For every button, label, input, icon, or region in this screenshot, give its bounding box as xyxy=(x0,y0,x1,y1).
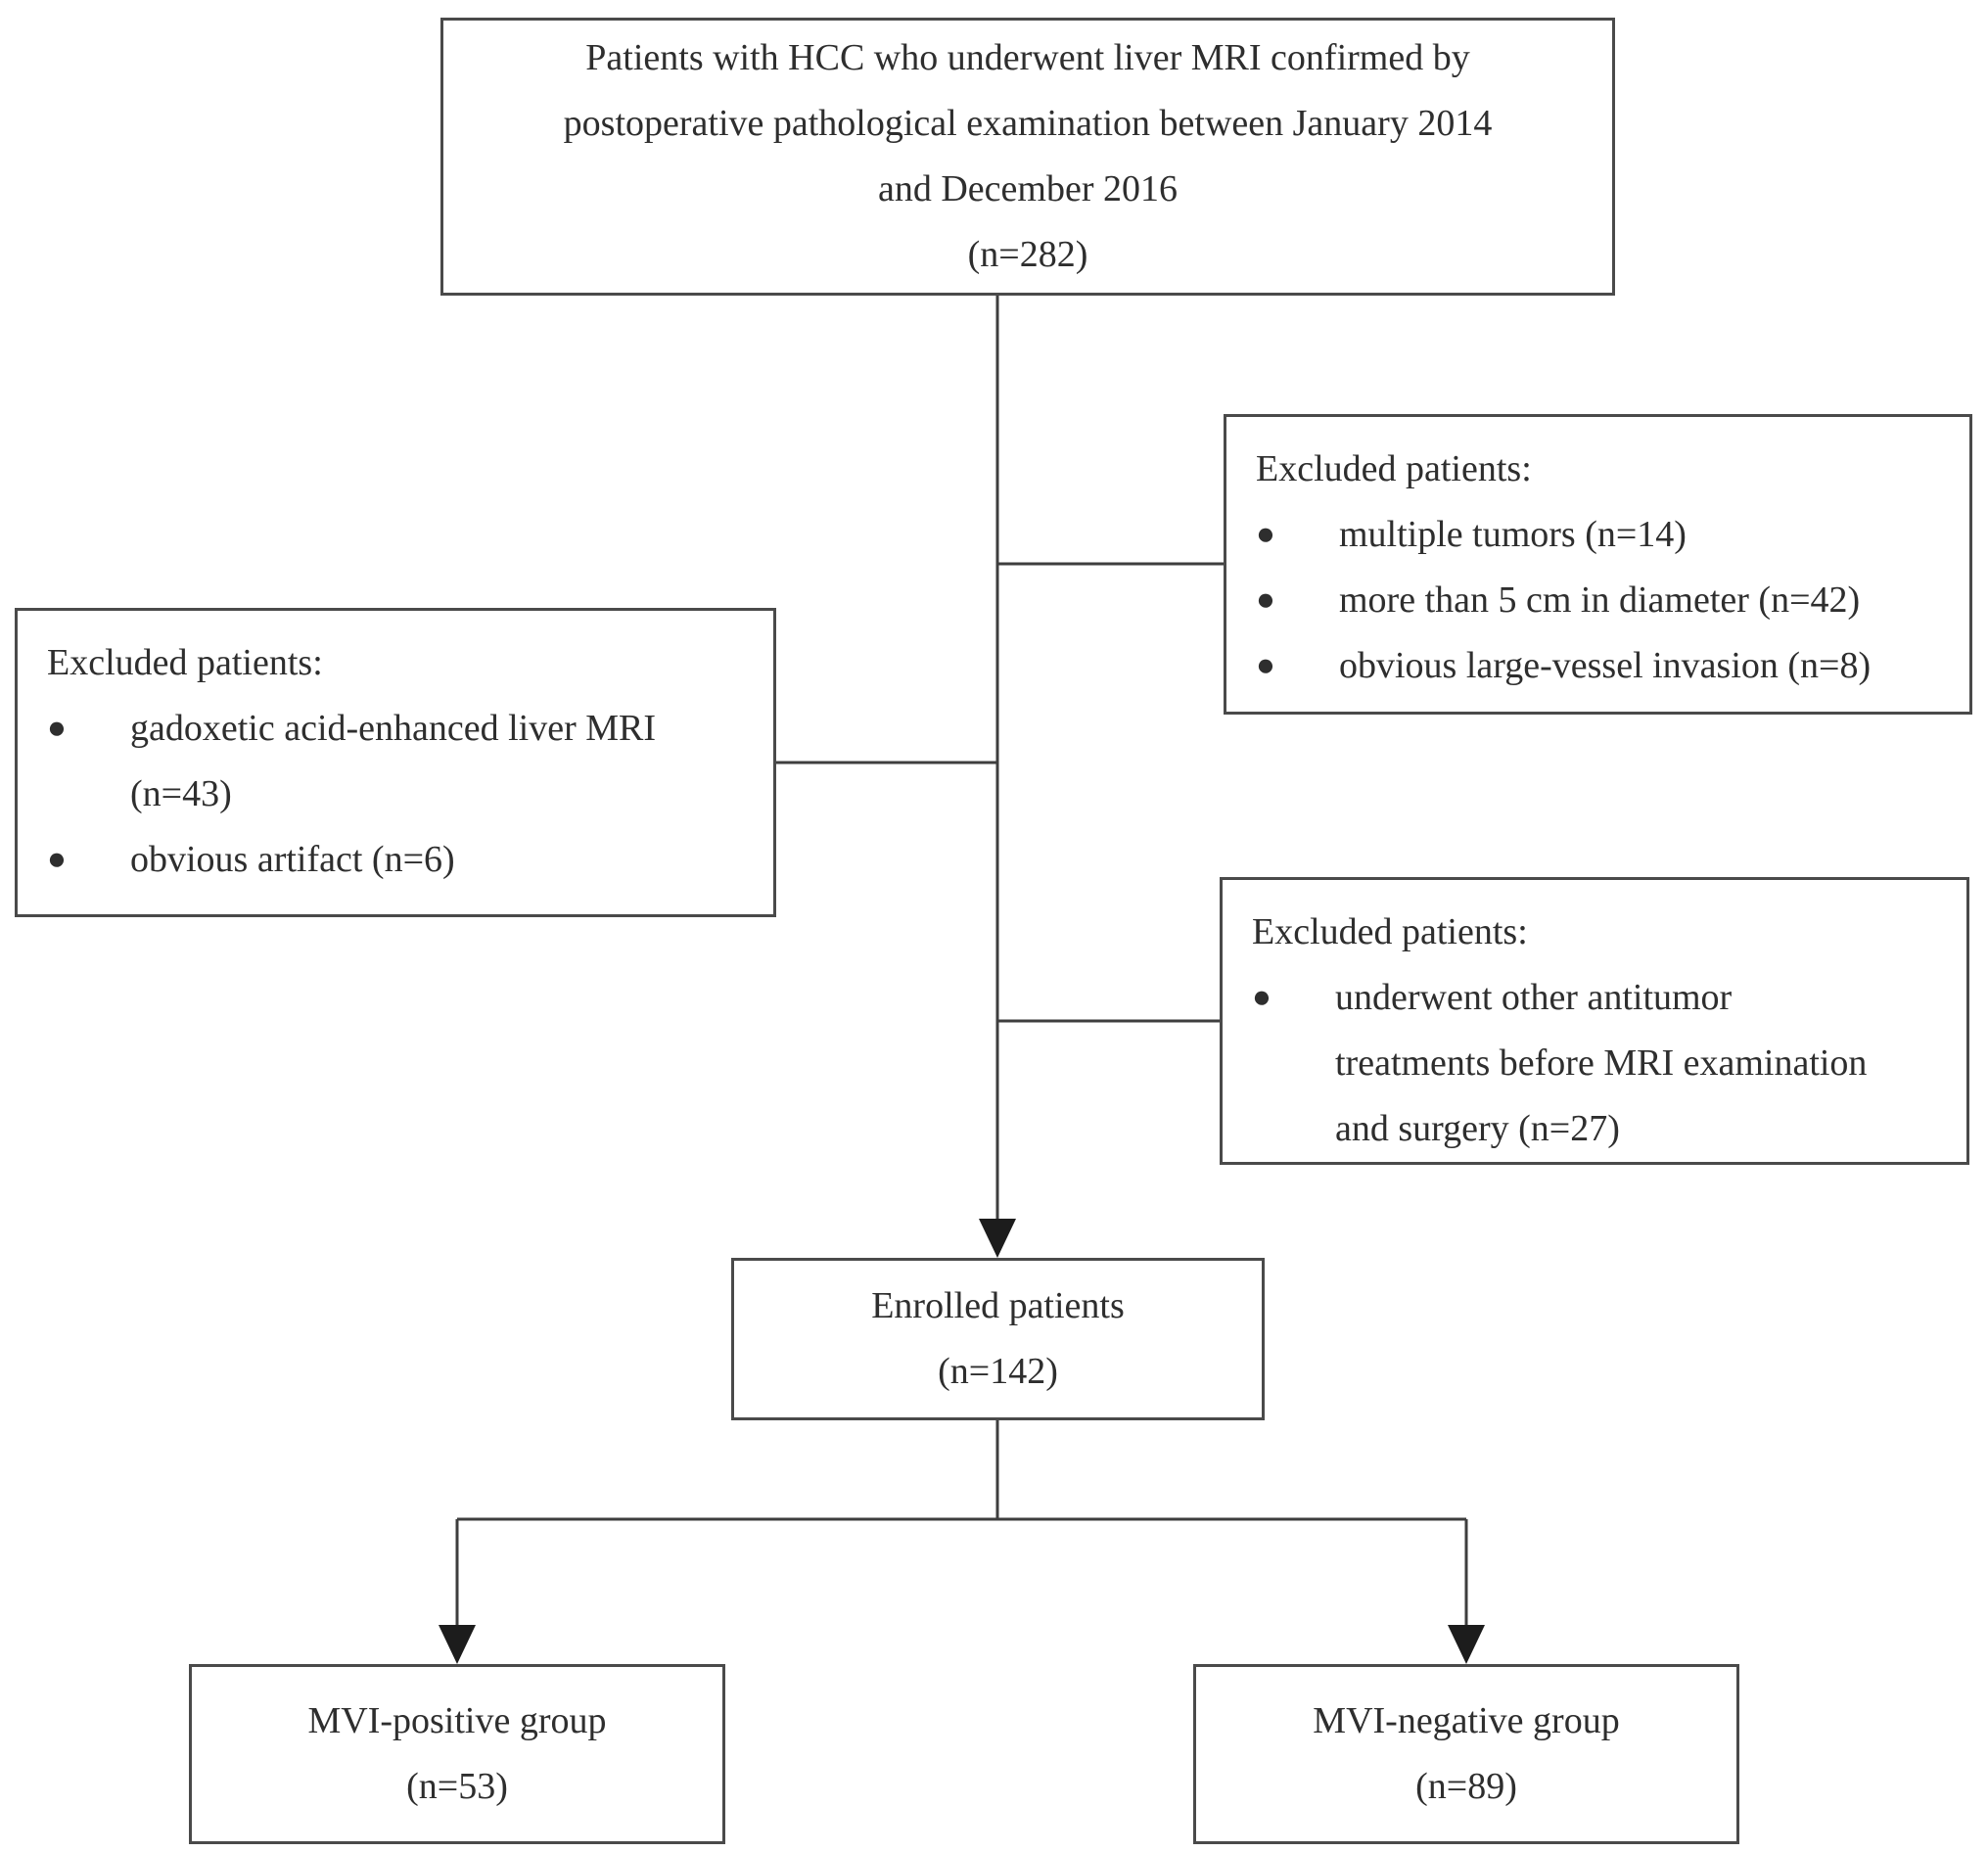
list-item: ● multiple tumors (n=14) xyxy=(1256,502,1952,568)
arrowhead-into-enrolled-icon xyxy=(979,1219,1016,1258)
excluded-upper-right-item-1: multiple tumors (n=14) xyxy=(1339,514,1687,555)
node-mvi-negative-text: MVI-negative group (n=89) xyxy=(1313,1700,1620,1807)
node-excluded-left: Excluded patients: ● gadoxetic acid-enha… xyxy=(15,608,776,917)
bullet-icon: ● xyxy=(1256,648,1275,683)
bullet-icon: ● xyxy=(47,842,67,877)
excluded-lower-right-heading: Excluded patients: xyxy=(1252,911,1528,952)
arrowhead-into-mvi-positive-icon xyxy=(439,1625,476,1664)
excluded-upper-right-item-3: obvious large-vessel invasion (n=8) xyxy=(1339,645,1872,686)
arrowhead-into-mvi-negative-icon xyxy=(1448,1625,1485,1664)
excluded-left-item-1: gadoxetic acid-enhanced liver MRI (n=43) xyxy=(130,708,657,814)
node-source-population-text: Patients with HCC who underwent liver MR… xyxy=(563,37,1493,275)
bullet-icon: ● xyxy=(1252,980,1271,1015)
bullet-icon: ● xyxy=(1256,582,1275,618)
excluded-left-item-2: obvious artifact (n=6) xyxy=(130,839,455,880)
bullet-icon: ● xyxy=(47,711,67,746)
node-excluded-upper-right: Excluded patients: ● multiple tumors (n=… xyxy=(1224,414,1972,715)
list-item: ● obvious large-vessel invasion (n=8) xyxy=(1256,633,1952,699)
excluded-upper-right-item-2: more than 5 cm in diameter (n=42) xyxy=(1339,579,1861,621)
list-item: ● more than 5 cm in diameter (n=42) xyxy=(1256,568,1952,633)
excluded-upper-right-heading: Excluded patients: xyxy=(1256,448,1532,489)
excluded-left-heading: Excluded patients: xyxy=(47,642,323,683)
list-item: ● gadoxetic acid-enhanced liver MRI (n=4… xyxy=(47,696,756,827)
bullet-icon: ● xyxy=(1256,517,1275,552)
node-mvi-positive-text: MVI-positive group (n=53) xyxy=(307,1700,607,1807)
node-mvi-negative-group: MVI-negative group (n=89) xyxy=(1193,1664,1739,1844)
node-enrolled-patients-text: Enrolled patients (n=142) xyxy=(871,1285,1125,1392)
list-item: ● obvious artifact (n=6) xyxy=(47,827,756,893)
node-excluded-lower-right: Excluded patients: ● underwent other ant… xyxy=(1220,877,1969,1165)
node-mvi-positive-group: MVI-positive group (n=53) xyxy=(189,1664,725,1844)
list-item: ● underwent other antitumor treatments b… xyxy=(1252,965,1949,1162)
excluded-lower-right-item-1: underwent other antitumor treatments bef… xyxy=(1335,977,1868,1149)
node-enrolled-patients: Enrolled patients (n=142) xyxy=(731,1258,1265,1420)
node-source-population: Patients with HCC who underwent liver MR… xyxy=(440,18,1615,296)
